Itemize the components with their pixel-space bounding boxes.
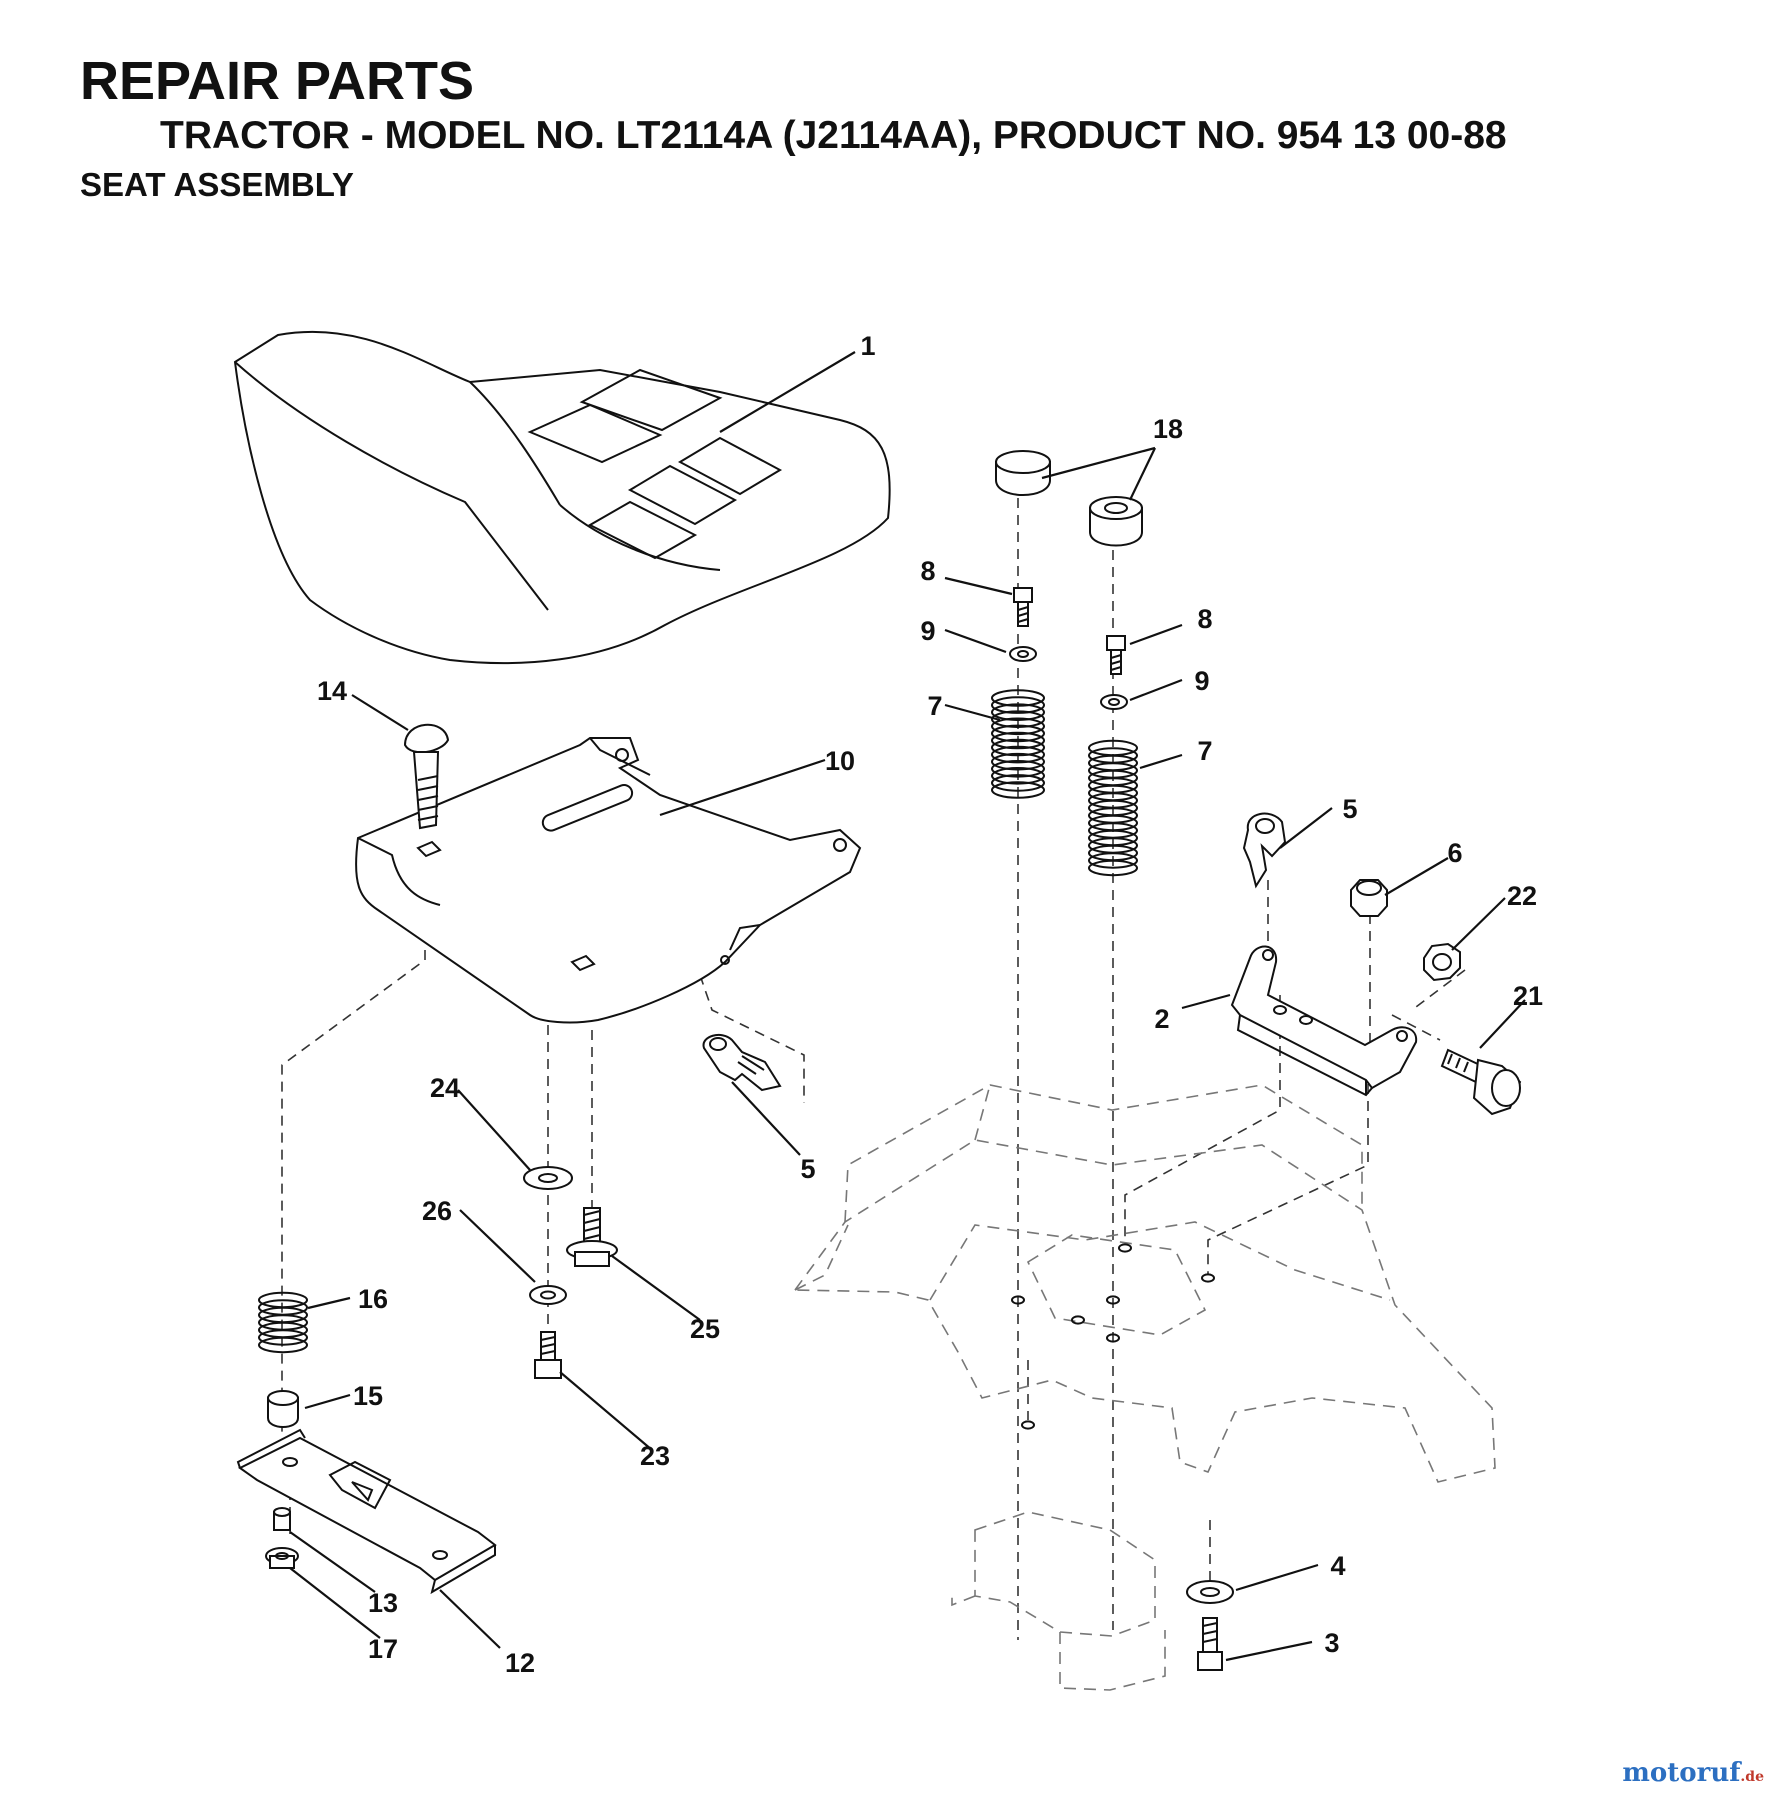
part-5-clip-right xyxy=(1242,812,1287,889)
callout-4: 4 xyxy=(1330,1551,1345,1581)
part-14-carriage-bolt xyxy=(403,723,450,830)
part-18-bushing-right xyxy=(1089,496,1143,547)
spring-coil xyxy=(991,689,1045,707)
spring-coil xyxy=(1088,859,1138,877)
part-13-bolt xyxy=(273,1507,291,1531)
callout-21: 21 xyxy=(1513,981,1543,1011)
part-4-washer xyxy=(1186,1580,1234,1604)
callout-17: 17 xyxy=(368,1634,398,1664)
part-8-screw-right xyxy=(1106,635,1126,675)
callout-13: 13 xyxy=(368,1588,398,1618)
callout-9: 9 xyxy=(920,616,935,646)
callout-5: 5 xyxy=(800,1154,815,1184)
callout-9: 9 xyxy=(1194,666,1209,696)
part-9-washer-left xyxy=(1009,646,1037,662)
part-22-nut xyxy=(1423,942,1461,982)
part-7-spring-left xyxy=(991,689,1045,799)
part-1-seat xyxy=(233,330,891,665)
part-15-spacer xyxy=(267,1390,299,1428)
spring-coil xyxy=(991,696,1045,714)
spring-coil xyxy=(991,717,1045,736)
spring-coil xyxy=(991,760,1045,778)
callout-25: 25 xyxy=(690,1314,720,1344)
part-16-spring xyxy=(258,1291,308,1354)
page-title: REPAIR PARTS xyxy=(80,51,475,111)
spring-coil xyxy=(991,738,1045,757)
watermark-logo: motoruf.de xyxy=(1622,1758,1764,1788)
part-23-hex-bolt xyxy=(534,1331,562,1379)
spring-coil xyxy=(991,752,1045,771)
spring-coil xyxy=(991,745,1045,764)
part-5-clip-left xyxy=(702,1033,782,1092)
part-10-seat-pan xyxy=(355,737,862,1024)
spring-coil xyxy=(991,774,1045,792)
part-17-flange-nut xyxy=(265,1547,299,1569)
spring-coil xyxy=(991,703,1045,722)
spring-coil xyxy=(991,724,1045,743)
watermark-text: motoruf xyxy=(1622,1758,1741,1788)
model-line: TRACTOR - MODEL NO. LT2114A (J2114AA), P… xyxy=(160,114,1507,157)
part-21-bolt xyxy=(1440,1048,1522,1116)
part-3-hex-bolt xyxy=(1197,1617,1223,1671)
spring-coil xyxy=(1088,852,1138,869)
callout-8: 8 xyxy=(920,556,935,586)
callout-18: 18 xyxy=(1153,414,1183,444)
leader-lines xyxy=(289,351,1526,1662)
callout-26: 26 xyxy=(422,1196,452,1226)
callout-15: 15 xyxy=(353,1381,383,1411)
callout-1: 1 xyxy=(860,331,875,361)
part-25-shoulder-bolt xyxy=(566,1207,618,1267)
spring-coil xyxy=(258,1336,308,1354)
part-7-spring-right xyxy=(1088,739,1138,877)
spring-coil xyxy=(991,781,1045,799)
spring-coil xyxy=(258,1329,308,1346)
callout-10: 10 xyxy=(825,746,855,776)
callout-22: 22 xyxy=(1507,881,1537,911)
alignment-lines xyxy=(281,498,1466,1640)
watermark-suffix: .de xyxy=(1740,1769,1764,1785)
callout-2: 2 xyxy=(1154,1004,1169,1034)
spring-coil xyxy=(991,710,1045,729)
callout-7: 7 xyxy=(1197,736,1212,766)
callout-14: 14 xyxy=(317,676,347,706)
part-12-mounting-plate xyxy=(236,1428,497,1595)
part-8-screw-left xyxy=(1013,587,1033,627)
part-24-washer xyxy=(523,1166,573,1190)
section-title: SEAT ASSEMBLY xyxy=(80,166,354,203)
callout-6: 6 xyxy=(1447,838,1462,868)
spring-coil xyxy=(991,767,1045,785)
callout-5: 5 xyxy=(1342,794,1357,824)
part-26-lock-washer xyxy=(529,1285,567,1305)
part-2-bracket xyxy=(1230,945,1418,1097)
callout-16: 16 xyxy=(358,1284,388,1314)
callout-12: 12 xyxy=(505,1648,535,1678)
part-6-nut xyxy=(1350,879,1388,917)
part-9-washer-right xyxy=(1100,694,1128,710)
tractor-frame xyxy=(793,1084,1496,1691)
callout-3: 3 xyxy=(1324,1628,1339,1658)
callout-23: 23 xyxy=(640,1441,670,1471)
callout-8: 8 xyxy=(1197,604,1212,634)
callout-7: 7 xyxy=(927,691,942,721)
callout-labels: 1234556778899101213141516171821222324252… xyxy=(317,331,1543,1678)
spring-coil xyxy=(991,731,1045,750)
part-18-bushing-left xyxy=(995,450,1051,496)
callout-24: 24 xyxy=(430,1073,460,1103)
